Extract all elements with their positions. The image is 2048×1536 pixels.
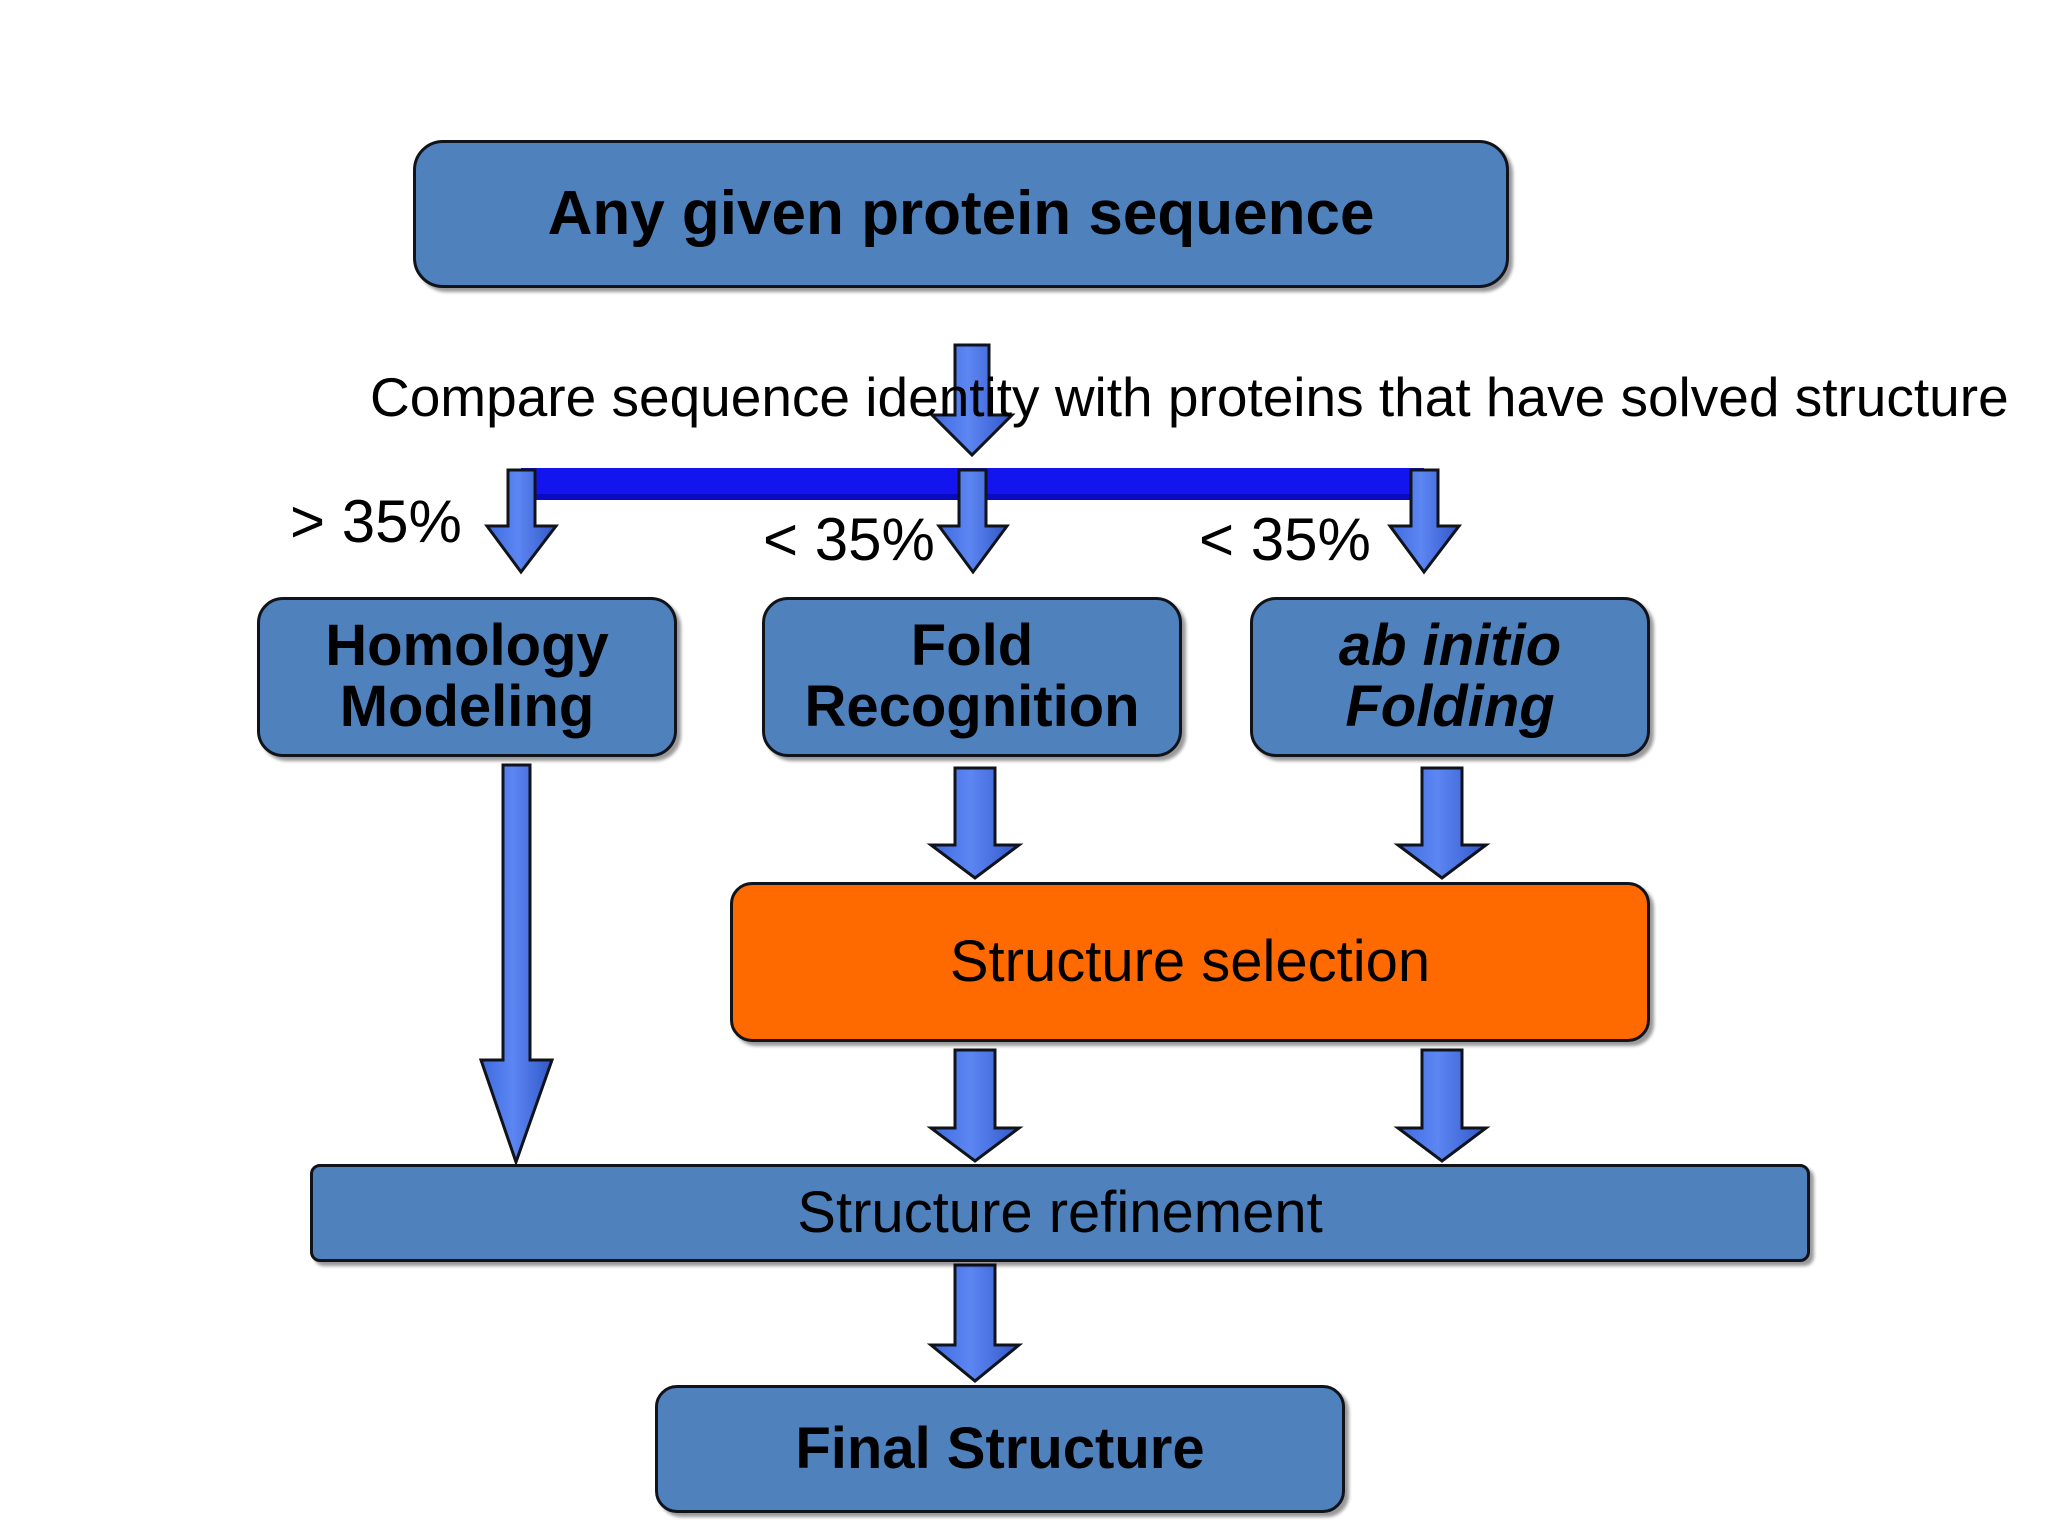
- edge-selection-to-refinement-left: [926, 1048, 1024, 1163]
- branch-label-greater-35: > 35%: [290, 488, 462, 555]
- node-label-line2: Modeling: [339, 674, 595, 739]
- node-label: Homology Modeling: [260, 613, 674, 739]
- node-label-line1: ab initio: [1338, 613, 1562, 679]
- node-any-given-protein-sequence[interactable]: Any given protein sequence: [413, 140, 1509, 288]
- edge-refinement-to-final: [926, 1263, 1024, 1383]
- node-label: Structure selection: [949, 928, 1431, 994]
- node-label: Fold Recognition: [765, 613, 1179, 739]
- node-fold-recognition[interactable]: Fold Recognition: [762, 597, 1182, 757]
- split-connector-bar: [521, 468, 1424, 500]
- edge-homology-to-refinement: [478, 763, 555, 1167]
- node-homology-modeling[interactable]: Homology Modeling: [257, 597, 677, 757]
- node-label: Structure refinement: [797, 1179, 1323, 1245]
- edge-selection-to-refinement-right: [1393, 1048, 1491, 1163]
- branch-label-less-35-right: < 35%: [1199, 506, 1371, 573]
- node-label-line1: Homology: [325, 613, 609, 679]
- branch-label-less-35-middle: < 35%: [763, 506, 935, 573]
- node-label-line2: Folding: [1345, 674, 1555, 739]
- edge-abinitio-to-selection: [1393, 766, 1491, 880]
- node-label: Any given protein sequence: [547, 179, 1375, 249]
- node-structure-refinement[interactable]: Structure refinement: [310, 1164, 1810, 1262]
- node-label: ab initio Folding: [1253, 613, 1647, 739]
- edge-fold-to-selection: [926, 766, 1024, 880]
- node-label-line2: Recognition: [804, 674, 1140, 739]
- node-label-line1: Fold: [910, 613, 1034, 679]
- node-ab-initio-folding[interactable]: ab initio Folding: [1250, 597, 1650, 757]
- node-final-structure[interactable]: Final Structure: [655, 1385, 1345, 1513]
- node-label: Final Structure: [795, 1415, 1205, 1481]
- node-structure-selection[interactable]: Structure selection: [730, 882, 1650, 1042]
- compare-sequence-caption: Compare sequence identity with proteins …: [370, 366, 2009, 428]
